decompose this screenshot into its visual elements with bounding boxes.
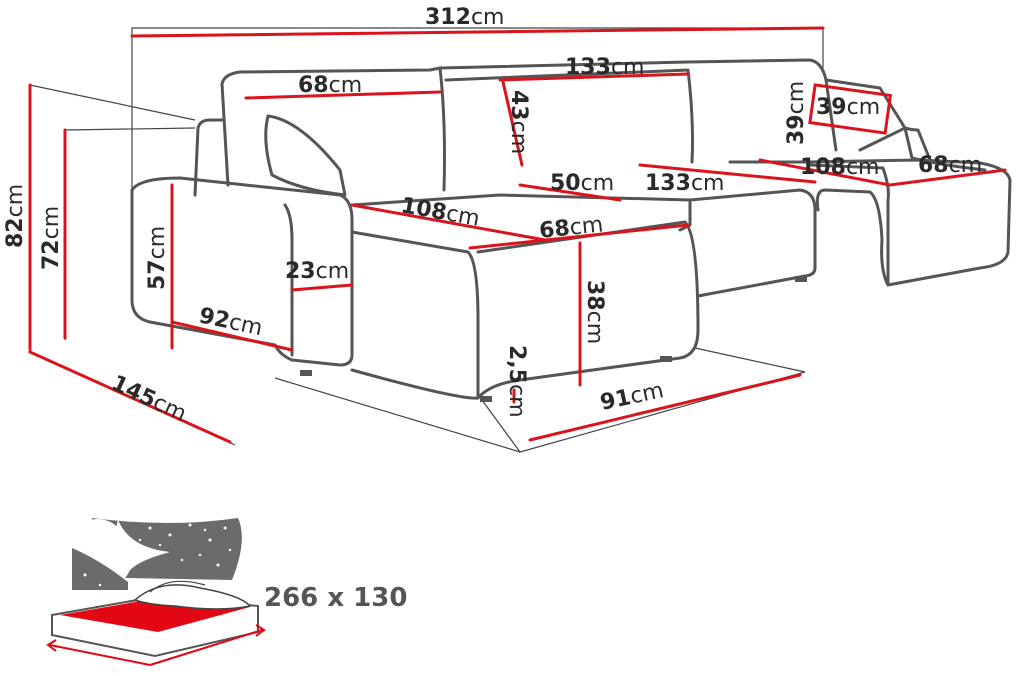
dim-line-68-back [244,90,442,100]
throw-pillow [264,114,347,197]
left-chaise [350,230,480,400]
dim-line-145 [28,350,232,444]
dim-line-68-chaise [468,223,690,250]
leg [660,356,672,362]
bed-size-label: 266 x 130 [264,583,407,613]
back-top [220,58,838,152]
dim-line-91 [528,373,802,442]
dim-line-92 [170,320,294,352]
label-50: 50cm [550,171,614,196]
left-arm [130,176,354,367]
dim-line-39-pillow [808,83,893,135]
label-39-width: 39cm [816,95,880,120]
dim-line-108-left [350,203,547,242]
dimension-lines [28,26,1007,444]
label-68-chaise: 68cm [538,212,604,244]
sofa-outline [130,58,1012,402]
dim-line-312 [130,26,825,38]
left-back-cushion [220,66,446,192]
dim-line-108-right [758,158,892,187]
right-back [824,78,932,162]
label-23: 23cm [285,259,349,284]
label-43: 43cm [506,90,531,154]
dim-line-68-right [888,168,1007,187]
middle-seat [688,188,817,298]
dim-line-43 [501,80,524,167]
label-82: 82cm [3,184,28,248]
dim-line-50 [518,183,622,202]
left-back-panel [193,118,224,197]
bed-function-icon: 266 x 130 [46,518,407,666]
label-68-back: 68cm [298,73,362,98]
label-312: 312cm [425,5,504,30]
label-68-right: 68cm [918,153,982,178]
leg [480,396,492,402]
dim-line-133-back [498,72,690,82]
right-chaise [728,158,1012,287]
center-back-cushion [444,68,694,164]
dim-line-133-seat [638,163,817,184]
label-133-seat: 133cm [645,171,724,196]
pillow-icon [133,584,252,610]
width-arrow-icon [49,644,151,666]
stars-icon [83,518,232,587]
label-2-5: 2,5cm [504,345,529,418]
label-108-left: 108cm [399,193,482,231]
label-57: 57cm [145,226,170,290]
label-38: 38cm [582,280,607,344]
label-133-back: 133cm [565,55,644,80]
label-92: 92cm [197,303,265,341]
dim-line-23 [290,283,354,292]
label-72: 72cm [39,206,64,270]
leg [795,276,807,282]
label-145: 145cm [107,371,190,427]
dimension-labels: 312cm 68cm 133cm 43cm 39cm 39cm 82cm 72c… [3,5,982,427]
label-108-right: 108cm [800,155,879,180]
leg [300,370,312,376]
label-39-height: 39cm [784,81,809,145]
